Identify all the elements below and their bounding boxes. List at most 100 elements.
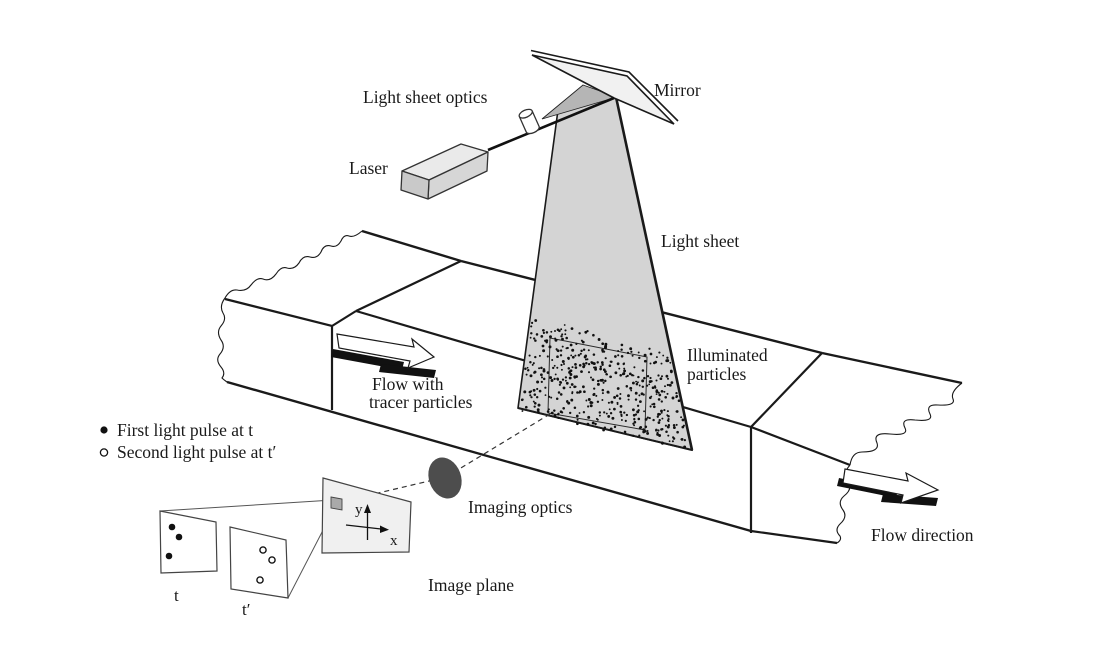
particle-dot — [573, 406, 577, 409]
particle-dot — [609, 412, 613, 415]
particle-dot — [578, 332, 581, 335]
particle-dot — [583, 355, 587, 359]
particle-dot — [596, 418, 599, 421]
channel-bottom-edge-right — [750, 529, 838, 545]
particle-dot — [531, 363, 534, 366]
particle-dot — [580, 339, 583, 342]
particle-dot — [641, 385, 645, 389]
imaging-optics-lens — [428, 457, 462, 499]
particle-dot — [680, 438, 683, 441]
particle-dot — [618, 367, 621, 370]
particle-dot — [601, 348, 604, 352]
particle-dot — [582, 411, 586, 414]
particle-dot — [537, 403, 541, 407]
particle-dot — [556, 349, 559, 352]
particle-dot — [534, 355, 537, 359]
particle-dot — [634, 398, 638, 401]
particle-dot — [632, 413, 636, 417]
particle-dot — [670, 370, 673, 374]
particle-dot — [560, 335, 563, 338]
particle-dot — [568, 376, 572, 380]
particle-dot — [643, 353, 647, 357]
particle-dot — [559, 393, 563, 396]
particle-dot — [638, 394, 641, 397]
particle-dot — [586, 422, 590, 426]
image-plane-corner-square — [330, 496, 343, 511]
label-image-plane: Image plane — [428, 575, 514, 595]
particle-dot — [545, 331, 549, 334]
particle-dot — [553, 409, 556, 412]
particle-dot — [538, 354, 541, 357]
particle-dot — [534, 319, 538, 322]
particle-dot — [592, 393, 595, 396]
particle-dot — [614, 371, 618, 375]
particle-dot — [568, 371, 571, 374]
particle-dot — [646, 416, 649, 419]
particle-dot — [601, 342, 605, 346]
channel-back-top-edge-left — [361, 229, 462, 263]
channel-torn-edge-top-right — [849, 382, 963, 466]
particle-dot — [666, 392, 669, 395]
illumination-group — [400, 49, 679, 200]
particle-dot — [562, 386, 566, 390]
particle-dot — [644, 417, 648, 421]
x-axis-line — [345, 524, 382, 530]
particle-dot — [615, 394, 619, 398]
particle-dot — [629, 386, 633, 390]
label-mirror: Mirror — [654, 80, 701, 100]
particle-dot — [538, 389, 542, 393]
particle-dot — [624, 430, 627, 434]
particle-dot — [536, 387, 539, 391]
particle-dot — [587, 398, 591, 401]
particle-dot — [659, 377, 663, 381]
particle-dot — [602, 428, 605, 432]
particle-dot — [668, 383, 672, 387]
particle-dot — [540, 335, 544, 338]
light-sheet-group — [517, 96, 694, 452]
particle-dot — [557, 412, 560, 415]
particle-dot — [576, 418, 579, 421]
label-flow-tracer-line2: tracer particles — [369, 392, 473, 412]
particle-dot — [591, 401, 594, 404]
projection-line-upper — [159, 499, 334, 512]
particle-dot — [521, 398, 524, 401]
particle-dot — [591, 421, 595, 425]
particle-dot — [525, 373, 528, 376]
particle-dot — [533, 405, 536, 408]
particle-dot — [560, 328, 563, 331]
particle-dot — [546, 371, 550, 374]
particle-dot — [620, 355, 624, 358]
label-imaging-optics: Imaging optics — [468, 497, 573, 517]
particle-dot — [541, 344, 545, 348]
particle-dot — [609, 360, 612, 363]
particle-dot — [657, 391, 660, 394]
particle-dot — [596, 361, 599, 364]
panel-t-frame — [159, 510, 218, 574]
particle-dot — [557, 391, 561, 394]
particle-dot — [614, 355, 617, 358]
channel-torn-edge-top-left — [224, 230, 363, 299]
particle-dot — [664, 385, 666, 388]
particle-dot — [643, 429, 647, 433]
particle-dot — [592, 353, 596, 356]
particle-dot — [665, 430, 668, 433]
particle-dot — [546, 410, 550, 413]
particle-dot — [660, 428, 663, 431]
particle-dot — [668, 440, 671, 443]
particle-dot — [569, 373, 573, 376]
particle-dot — [567, 358, 570, 360]
particle-dot — [567, 367, 571, 370]
particle-dot — [680, 416, 683, 419]
particle-dot — [561, 345, 564, 348]
light-sheet-optics-lens — [518, 108, 540, 135]
particle-dot — [594, 422, 597, 426]
particle-dot — [625, 413, 629, 417]
particle-dot — [619, 410, 623, 414]
particle-dot — [531, 321, 534, 324]
particle-dot — [666, 377, 670, 380]
particle-dot — [649, 362, 652, 365]
particle-dot — [587, 362, 591, 366]
particle-dot — [639, 400, 642, 403]
particle-dot — [627, 394, 630, 398]
